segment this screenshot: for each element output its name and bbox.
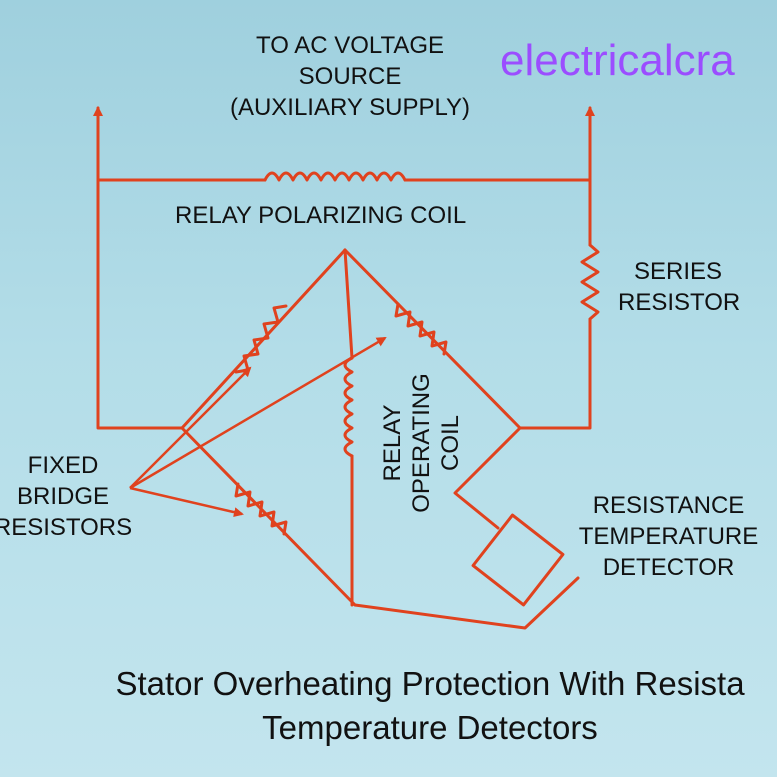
- rtd-line-1: RESISTANCE: [592, 492, 745, 519]
- fixed-resistor-upper: [234, 304, 288, 374]
- operating-coil-symbol: [343, 356, 354, 458]
- ac-source-label: TO AC VOLTAGE SOURCE (AUXILIARY SUPPLY): [190, 30, 510, 123]
- series-resistor-symbol: [580, 243, 600, 321]
- pointer-arrow-3: [129, 486, 244, 518]
- diagram-caption: Stator Overheating Protection With Resis…: [70, 662, 777, 750]
- caption-line-1: Stator Overheating Protection With Resis…: [115, 665, 745, 702]
- operating-coil-label: RELAY OPERATING COIL: [378, 338, 468, 548]
- caption-line-2: Temperature Detectors: [262, 709, 598, 746]
- fixed-bridge-line-2: BRIDGE: [16, 483, 109, 510]
- wire-left-loop: [96, 178, 184, 430]
- series-resistor-line-1: SERIES: [633, 258, 723, 285]
- polarizing-coil-symbol: [263, 171, 407, 182]
- rtd-line-3: DETECTOR: [602, 554, 735, 581]
- fixed-bridge-line-1: FIXED: [27, 452, 99, 479]
- rtd-line-2: TEMPERATURE: [578, 523, 759, 550]
- fixed-bridge-label: FIXED BRIDGE RESISTORS: [0, 450, 158, 543]
- ac-source-line-2: SOURCE: [298, 63, 402, 90]
- ac-source-line-1: TO AC VOLTAGE: [255, 32, 445, 59]
- rtd-label: RESISTANCE TEMPERATURE DETECTOR: [566, 490, 771, 583]
- wire-coil-top: [343, 248, 354, 360]
- operating-coil-line-3: COIL: [437, 415, 464, 472]
- rtd-box: [471, 513, 565, 607]
- fixed-resistor-lower: [234, 482, 288, 536]
- operating-coil-line-2: OPERATING: [408, 373, 435, 513]
- wire-bottom-rtd: [353, 576, 580, 630]
- series-resistor-label: SERIES RESISTOR: [618, 256, 741, 318]
- fixed-bridge-line-3: RESISTORS: [0, 514, 133, 541]
- series-resistor-line-2: RESISTOR: [618, 289, 741, 316]
- bridge-arm-bottom-left: [180, 426, 357, 607]
- bridge-resistor-upper-right: [394, 302, 448, 356]
- operating-coil-line-1: RELAY: [379, 404, 406, 482]
- wire-right-lower: [518, 318, 592, 430]
- pointer-arrow-2: [129, 336, 387, 490]
- polarizing-coil-label: RELAY POLARIZING COIL: [175, 202, 467, 229]
- wire-right-rtd: [453, 426, 522, 530]
- watermark-text: electricalcra: [500, 36, 735, 85]
- ac-source-line-3: (AUXILIARY SUPPLY): [229, 94, 471, 121]
- pointer-arrow-1: [129, 366, 252, 489]
